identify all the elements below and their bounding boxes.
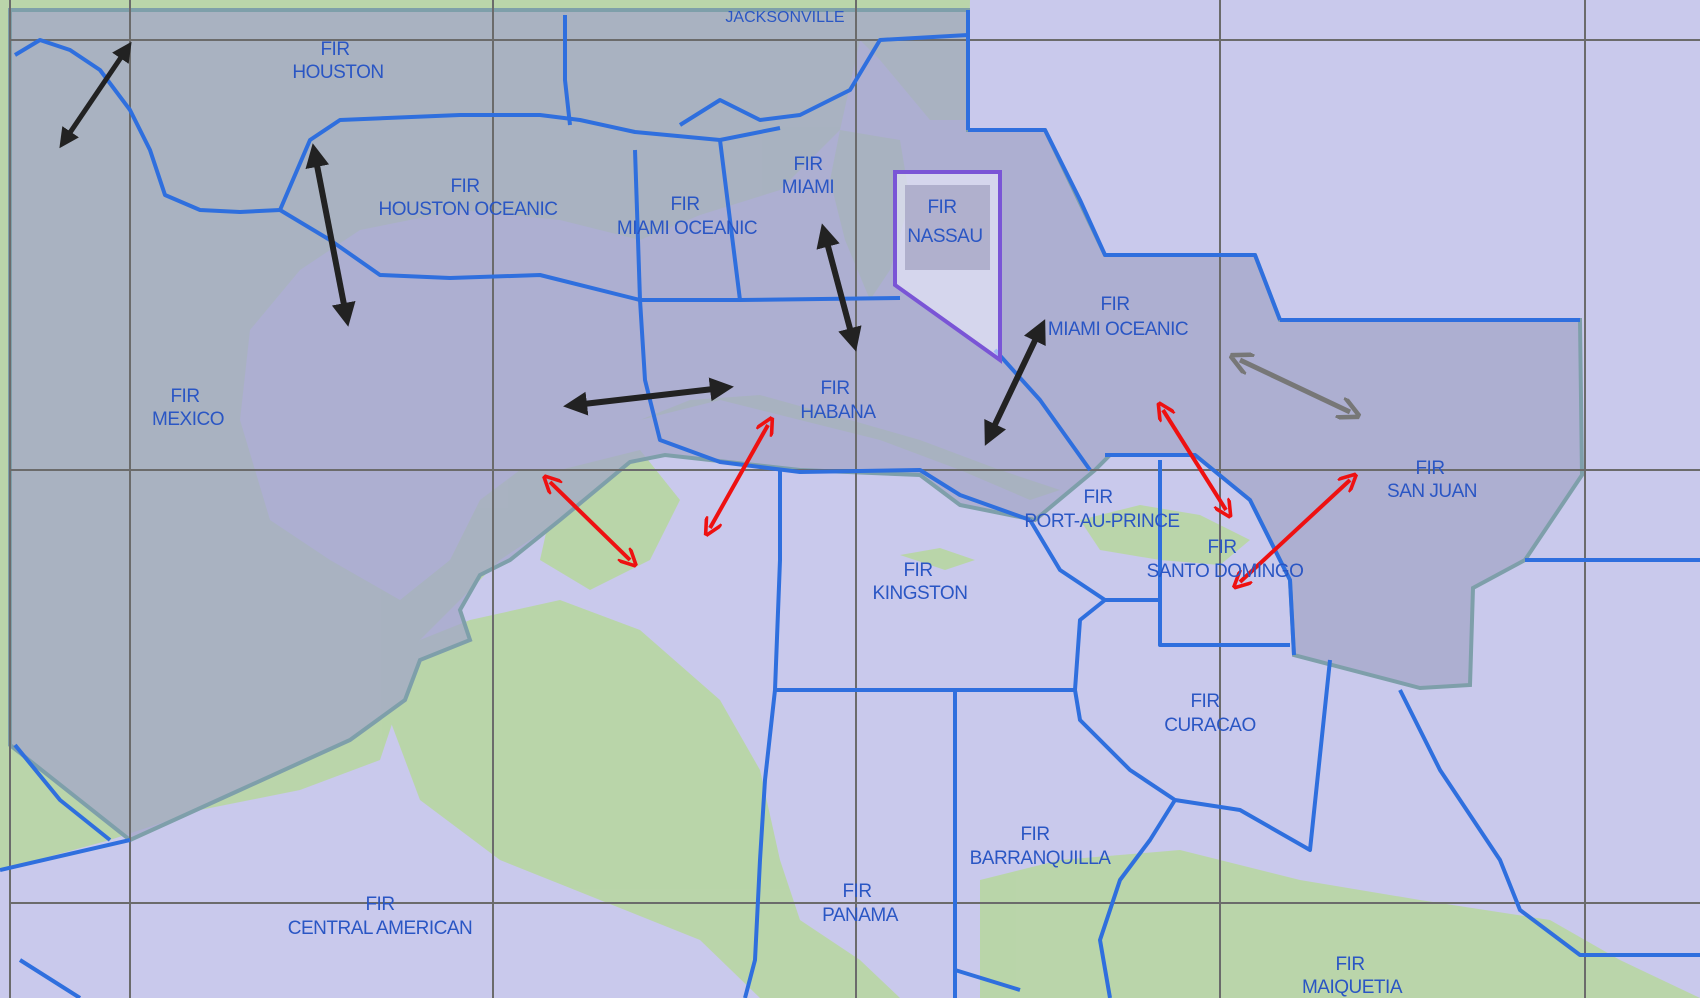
label-jacksonville: JACKSONVILLE bbox=[725, 9, 844, 26]
label-central-american-name: CENTRAL AMERICAN bbox=[288, 918, 473, 939]
label-kingston-fir: FIR bbox=[903, 560, 932, 581]
label-curacao-fir: FIR bbox=[1190, 691, 1219, 712]
label-houston-fir: FIR bbox=[320, 39, 349, 60]
arrow-black-miami bbox=[816, 223, 862, 352]
arrow-black-houston-oceanic bbox=[305, 143, 356, 327]
label-miami-oceanic-w-name: MIAMI OCEANIC bbox=[617, 218, 757, 239]
central-america-land bbox=[390, 600, 900, 998]
label-santo-domingo-name: SANTO DOMINGO bbox=[1147, 561, 1304, 582]
label-curacao-name: CURACAO bbox=[1164, 715, 1256, 736]
arrow-black-houston bbox=[59, 41, 132, 149]
arrow-gray-san-juan bbox=[1240, 360, 1350, 412]
label-san-juan-fir: FIR bbox=[1415, 458, 1444, 479]
fir-labels: JACKSONVILLE FIR HOUSTON FIR HOUSTON OCE… bbox=[152, 9, 1477, 998]
label-habana-fir: FIR bbox=[820, 378, 849, 399]
label-barranquilla-name: BARRANQUILLA bbox=[970, 848, 1112, 869]
label-houston-oceanic-name: HOUSTON OCEANIC bbox=[378, 199, 557, 220]
label-miami-oceanic-e-name: MIAMI OCEANIC bbox=[1048, 319, 1188, 340]
arrow-black-mexico-habana bbox=[563, 377, 734, 416]
fir-boundaries bbox=[0, 10, 1700, 998]
label-panama-name: PANAMA bbox=[822, 905, 899, 926]
label-barranquilla-fir: FIR bbox=[1020, 824, 1049, 845]
label-miami-name: MIAMI bbox=[782, 177, 834, 198]
label-habana-name: HABANA bbox=[800, 402, 876, 423]
label-kingston-name: KINGSTON bbox=[873, 583, 968, 604]
south-america-land bbox=[980, 850, 1700, 998]
arrows bbox=[59, 41, 1350, 582]
arrow-red-habana-kingston bbox=[710, 425, 768, 528]
label-miami-oceanic-e-fir: FIR bbox=[1100, 294, 1129, 315]
label-maiquetia-fir: FIR bbox=[1335, 954, 1364, 975]
arrow-black-nassau bbox=[984, 319, 1046, 446]
label-port-au-prince-fir: FIR bbox=[1083, 487, 1112, 508]
jamaica-land bbox=[900, 548, 975, 570]
nassau-inner bbox=[905, 185, 990, 270]
label-nassau-name: NASSAU bbox=[907, 226, 982, 247]
label-miami-oceanic-w-fir: FIR bbox=[670, 194, 699, 215]
label-houston-name: HOUSTON bbox=[292, 62, 383, 83]
grid-lines bbox=[9, 0, 1700, 998]
arrow-red-mexico-kingston bbox=[550, 482, 630, 560]
label-mexico-name: MEXICO bbox=[152, 409, 224, 430]
label-central-american-fir: FIR bbox=[365, 894, 394, 915]
label-maiquetia-name: MAIQUETIA bbox=[1302, 977, 1403, 998]
label-santo-domingo-fir: FIR bbox=[1207, 537, 1236, 558]
arrow-red-santo-domingo bbox=[1163, 410, 1226, 510]
label-port-au-prince-name: PORT-AU-PRINCE bbox=[1024, 511, 1179, 532]
label-san-juan-name: SAN JUAN bbox=[1387, 481, 1477, 502]
label-mexico-fir: FIR bbox=[170, 386, 199, 407]
label-nassau-fir: FIR bbox=[927, 197, 956, 218]
arrow-red-san-juan bbox=[1240, 480, 1350, 582]
label-miami-fir: FIR bbox=[793, 154, 822, 175]
label-panama-fir: FIR bbox=[842, 881, 871, 902]
label-houston-oceanic-fir: FIR bbox=[450, 176, 479, 197]
